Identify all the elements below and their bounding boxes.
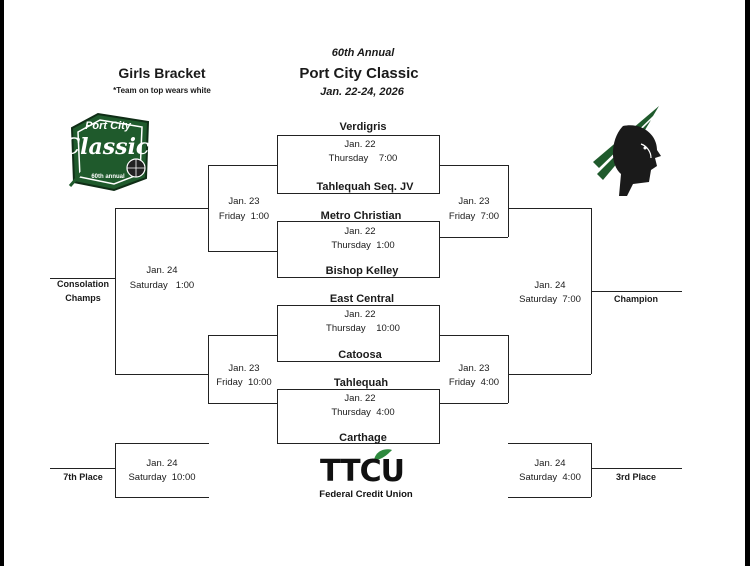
team-tahlequah-sequoyah-jv: Tahlequah Seq. JV: [316, 181, 414, 193]
consolation-label-line1: Consolation: [57, 279, 109, 289]
consolation-final-date: Jan. 24: [146, 265, 178, 276]
bracket-title: Girls Bracket: [118, 65, 206, 81]
warrior-logo: [587, 104, 667, 200]
team-metro-christian: Metro Christian: [320, 210, 402, 222]
third-place-date: Jan. 24: [534, 458, 566, 469]
loser-bottom-date: Jan. 23: [228, 363, 260, 374]
loser-bottom-time: Friday 10:00: [216, 377, 272, 388]
warrior-head-icon: [593, 106, 661, 196]
championship-date: Jan. 24: [534, 280, 566, 291]
bracket-page: 60th Annual Port City Classic Jan. 22-24…: [4, 0, 745, 566]
logo-text-classic: Classic: [62, 134, 150, 160]
logo-text-60th: 60th annual: [91, 174, 125, 180]
team-catoosa: Catoosa: [338, 349, 382, 361]
consolation-final-time: Saturday 1:00: [129, 280, 195, 291]
game4-time: Thursday 4:00: [331, 407, 395, 418]
winner-bottom-date: Jan. 23: [458, 363, 490, 374]
loser-top-date: Jan. 23: [228, 196, 260, 207]
port-city-logo-shape: [68, 112, 150, 192]
team-carthage: Carthage: [339, 432, 387, 444]
annual-label: 60th Annual: [331, 47, 395, 59]
game1-date: Jan. 22: [344, 139, 376, 150]
ttcu-sponsor-logo: TTCU Federal Credit Union: [316, 449, 416, 502]
game4-date: Jan. 22: [344, 393, 376, 404]
port-city-classic-logo: Port City Classic 60th annual: [62, 108, 154, 194]
team-tahlequah: Tahlequah: [333, 377, 389, 389]
winner-top-date: Jan. 23: [458, 196, 490, 207]
ttcu-name: TTCU: [320, 454, 405, 489]
winner-bottom-time: Friday 4:00: [448, 377, 500, 388]
seventh-place-label: 7th Place: [63, 472, 103, 482]
third-place-time: Saturday 4:00: [519, 472, 581, 483]
seventh-place-time: Saturday 10:00: [128, 472, 196, 483]
team-verdigris: Verdigris: [339, 121, 387, 133]
championship-time: Saturday 7:00: [519, 294, 581, 305]
team-bishop-kelley: Bishop Kelley: [325, 265, 399, 277]
team-east-central: East Central: [329, 293, 395, 305]
page-title: Port City Classic: [299, 65, 419, 82]
loser-top-time: Friday 1:00: [218, 211, 270, 222]
wear-note: *Team on top wears white: [113, 86, 211, 95]
game1-time: Thursday 7:00: [328, 153, 398, 164]
winner-top-time: Friday 7:00: [448, 211, 500, 222]
logo-text-port-city: Port City: [85, 120, 131, 132]
consolation-label-line2: Champs: [65, 293, 101, 303]
third-place-label: 3rd Place: [615, 472, 657, 482]
game3-time: Thursday 10:00: [326, 323, 400, 334]
seventh-place-date: Jan. 24: [146, 458, 178, 469]
ttcu-leaf-icon: [374, 449, 392, 460]
game2-time: Thursday 1:00: [331, 240, 395, 251]
event-dates: Jan. 22-24, 2026: [320, 86, 404, 98]
ttcu-subtitle: Federal Credit Union: [319, 489, 413, 500]
champion-label: Champion: [614, 294, 658, 304]
game2-date: Jan. 22: [344, 226, 376, 237]
game3-date: Jan. 22: [344, 309, 376, 320]
